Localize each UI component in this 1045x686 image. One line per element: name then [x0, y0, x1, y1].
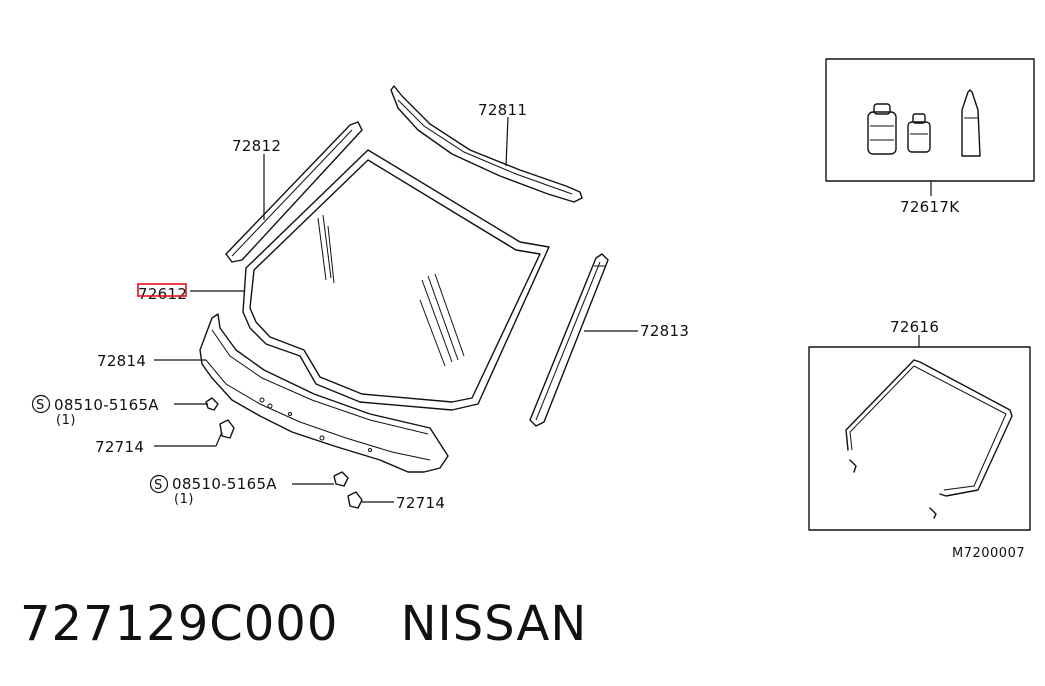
label-72617K: 72617K	[900, 198, 960, 216]
screw-left[interactable]	[205, 397, 219, 411]
left-side-moulding[interactable]	[225, 121, 363, 263]
label-screw-bottom: 08510-5165A	[172, 475, 277, 493]
upper-moulding[interactable]	[390, 85, 583, 203]
label-72813: 72813	[640, 322, 689, 340]
right-side-moulding[interactable]	[529, 253, 609, 427]
label-screw-left: 08510-5165A	[54, 396, 159, 414]
label-clip-left: 72714	[95, 438, 144, 456]
clip-bottom[interactable]	[347, 491, 363, 509]
screw-bottom[interactable]	[333, 471, 349, 487]
clip-left[interactable]	[219, 419, 235, 439]
brand-name: NISSAN	[400, 596, 588, 652]
label-72811: 72811	[478, 101, 527, 119]
drawing-code: M7200007	[952, 546, 1025, 561]
part-number: 727129C000	[20, 596, 339, 652]
screw-symbol-icon-bottom	[149, 474, 169, 494]
highlighted-part-label[interactable]: 72612	[137, 283, 187, 303]
label-screw-left-qty: (1)	[56, 413, 76, 428]
bottle-icon	[907, 113, 931, 153]
footer-caption: 727129C000 NISSAN	[20, 596, 587, 660]
jar-icon	[867, 103, 897, 155]
label-72616: 72616	[890, 318, 939, 336]
label-72812: 72812	[232, 137, 281, 155]
screw-symbol-letter-bottom: S	[154, 478, 163, 493]
cowl-lower-moulding[interactable]	[199, 313, 449, 473]
screw-symbol-letter: S	[36, 398, 45, 413]
screw-symbol-icon	[31, 394, 51, 414]
label-72814: 72814	[97, 352, 146, 370]
highlight-box	[137, 283, 187, 297]
label-clip-bottom: 72714	[396, 494, 445, 512]
adhesive-kit[interactable]: 72617K	[825, 58, 1035, 216]
label-screw-bottom-qty: (1)	[174, 492, 194, 507]
tube-icon	[961, 89, 981, 157]
dam-rubber[interactable]: 72616	[808, 318, 1031, 531]
label-72612: 72612	[138, 285, 187, 303]
windshield-glass[interactable]	[242, 149, 550, 411]
